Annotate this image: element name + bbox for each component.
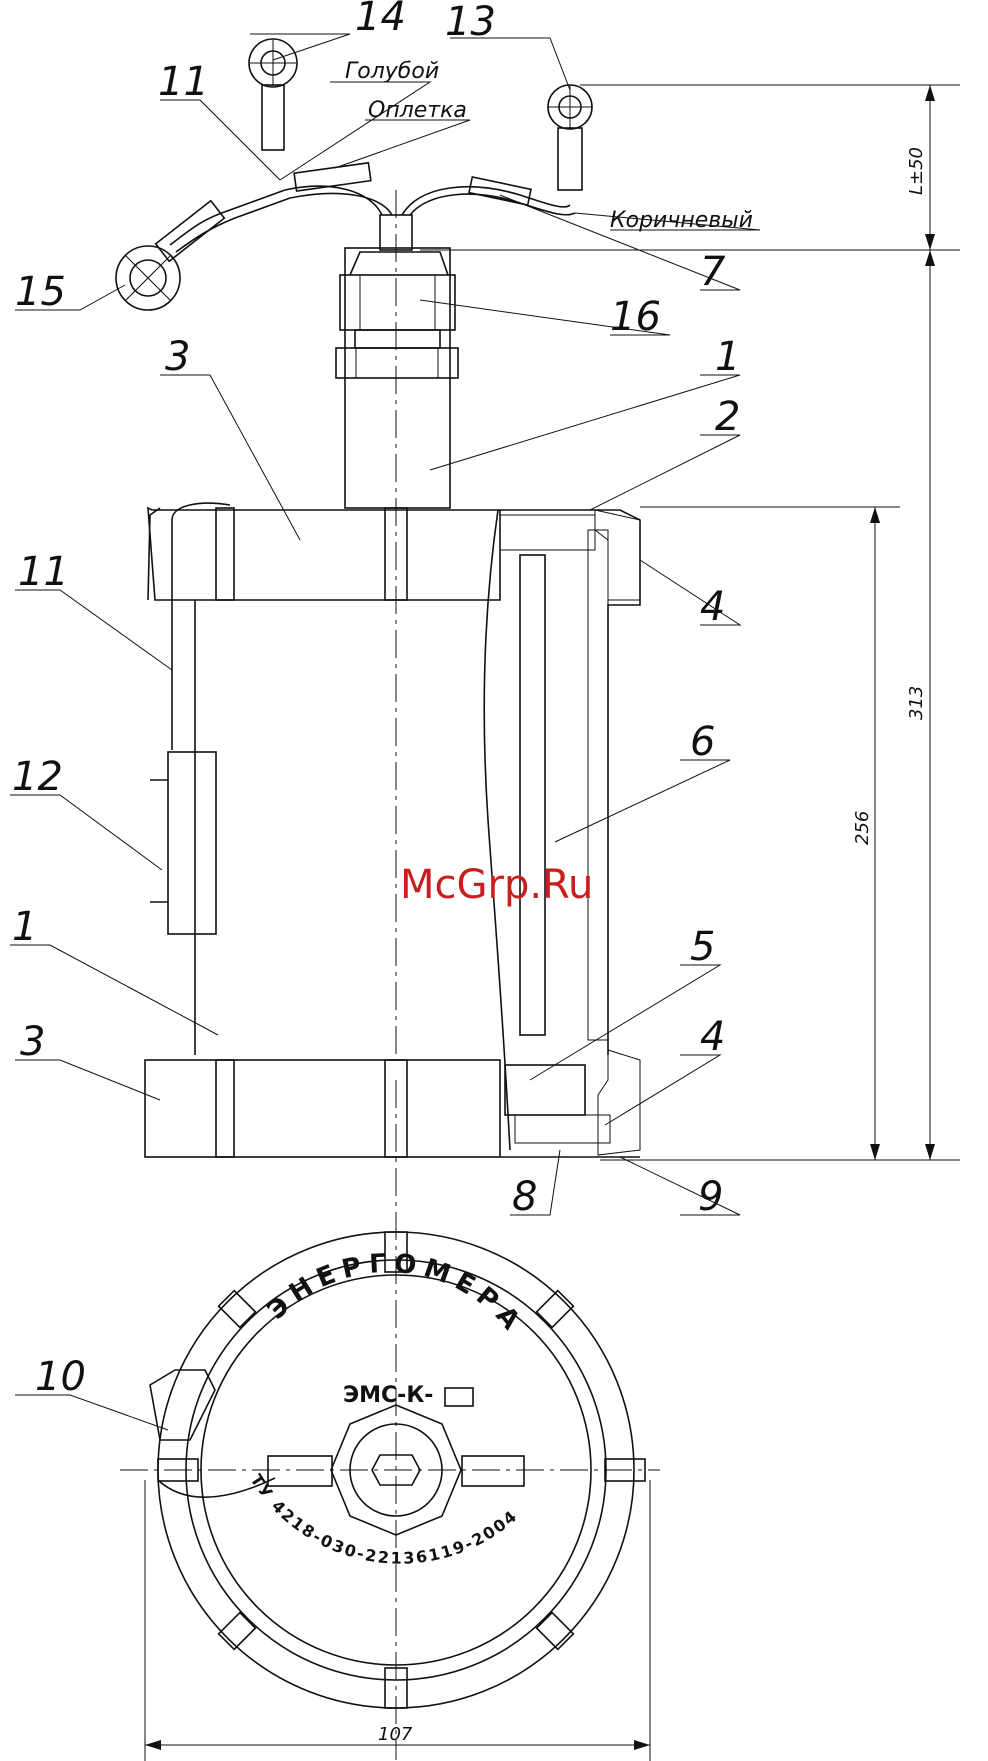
dimension-diameter: 107	[378, 1724, 413, 1745]
cable-gland	[336, 215, 458, 508]
callout-4-bottom: 4	[700, 1014, 725, 1060]
dimension-cable-length: L±50	[906, 147, 927, 195]
callout-14: 14	[355, 0, 406, 40]
leader-lines	[10, 34, 760, 1430]
module-12	[150, 503, 230, 934]
dimension-total-height: 313	[906, 686, 927, 720]
callout-12: 12	[12, 754, 63, 800]
callout-6: 6	[690, 719, 715, 765]
top-cover	[148, 508, 500, 600]
label-brown-wire: Коричневый	[610, 208, 753, 233]
bottom-cover	[145, 1060, 640, 1157]
callout-1-bottom: 1	[12, 904, 37, 950]
dimension-body-height: 256	[852, 811, 873, 845]
callout-15: 15	[15, 269, 66, 315]
terminal-lug-15	[116, 246, 180, 310]
callout-3-top: 3	[165, 334, 190, 380]
callout-2: 2	[715, 394, 740, 440]
callout-11-top: 11	[158, 59, 209, 105]
callout-5: 5	[690, 924, 715, 970]
callout-11-side: 11	[18, 549, 69, 595]
label-blue-wire: Голубой	[345, 59, 439, 84]
callout-13: 13	[445, 0, 496, 45]
callout-16: 16	[610, 294, 661, 340]
callout-1-top: 1	[715, 334, 740, 380]
callout-3-bottom: 3	[20, 1019, 45, 1065]
wires	[156, 163, 575, 261]
dimension-values: L±50 313 256 107	[378, 147, 927, 1745]
callout-10: 10	[35, 1354, 86, 1400]
terminal-lug-14	[249, 39, 297, 150]
watermark: McGrp.Ru	[400, 862, 593, 908]
terminal-lug-13	[548, 85, 592, 190]
callout-8: 8	[512, 1174, 537, 1220]
section-view	[500, 510, 640, 1155]
callout-9: 9	[698, 1174, 723, 1220]
plate-model: ЭМС-К-	[343, 1383, 433, 1408]
callout-7: 7	[700, 249, 726, 295]
dimension-lines	[145, 85, 960, 1761]
label-braid: Оплетка	[368, 98, 467, 123]
callout-4-top: 4	[700, 584, 725, 630]
